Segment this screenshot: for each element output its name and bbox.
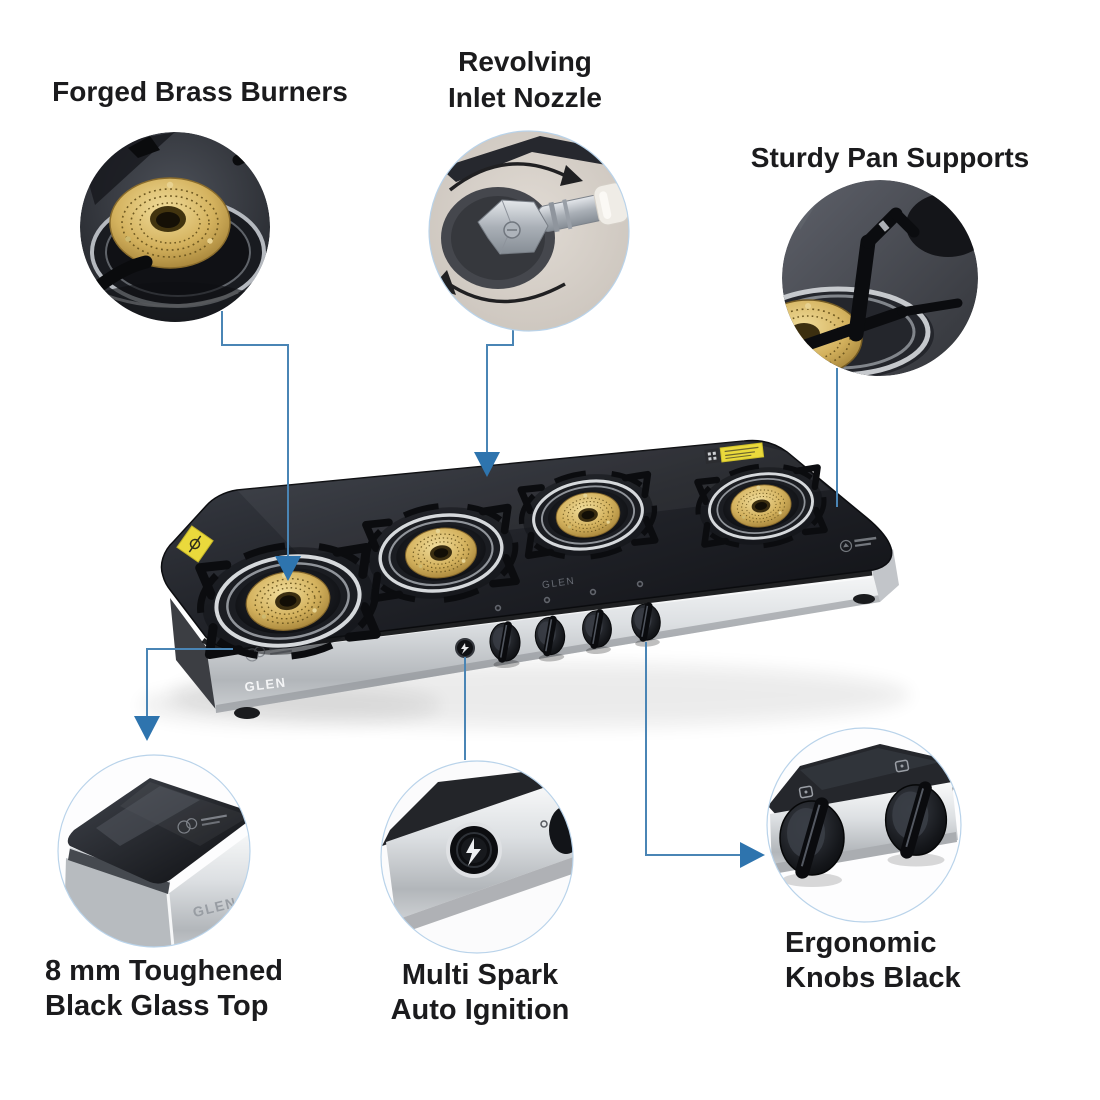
- connector-knobs: [645, 642, 740, 856]
- stove-foot: [853, 594, 875, 604]
- arrow-down-icon: [134, 716, 160, 741]
- arrow-down-icon: [474, 452, 500, 477]
- knob-indicator-marks: [494, 580, 644, 612]
- ignition-button: [455, 638, 475, 658]
- burner-indicator-icon: [798, 785, 814, 799]
- lightning-bolt-icon: [466, 838, 481, 866]
- callout-label-glass-top: 8 mm Toughened Black Glass Top: [45, 954, 375, 1024]
- callout-label-forged-brass-burners: Forged Brass Burners: [40, 74, 360, 110]
- arrow-down-icon: [275, 556, 301, 581]
- callout-label-revolving-inlet-nozzle: Revolving Inlet Nozzle: [375, 44, 675, 116]
- callout-text: Multi Spark: [401, 959, 559, 991]
- arrow-right-icon: [740, 842, 765, 868]
- callout-text: Knobs Black: [785, 962, 961, 994]
- callout-text: Ergonomic: [785, 927, 937, 959]
- callout-label-ergonomic-knobs: Ergonomic Knobs Black: [785, 926, 1065, 996]
- burner-indicator-icon: [894, 759, 910, 773]
- glass-etch-brand: GLEN: [541, 576, 575, 592]
- warning-sticker-icon: [176, 525, 214, 563]
- inset-glass-top-corner: GLEN: [57, 754, 251, 948]
- gas-inlet-nozzle: [477, 182, 629, 255]
- stove-left-side-face: [170, 598, 218, 712]
- hob-surface-logo-icon: [839, 536, 877, 553]
- callout-text: Forged Brass Burners: [52, 76, 348, 107]
- callout-text: Revolving: [458, 46, 592, 77]
- inset-sturdy-pan-supports: [782, 180, 978, 376]
- callout-text: Inlet Nozzle: [447, 82, 602, 113]
- callout-text: Sturdy Pan Supports: [750, 142, 1030, 173]
- inset-auto-ignition: [380, 760, 574, 954]
- stove-illustration: GLEN GLEN: [140, 439, 910, 727]
- inset-forged-brass-burners: [80, 132, 270, 322]
- rotation-arrows-icon: [432, 162, 583, 304]
- ignition-button-closeup: [446, 822, 502, 878]
- pan-support-prong: [848, 207, 920, 342]
- callout-text: Black Glass Top: [45, 990, 269, 1022]
- connector-inlet-nozzle: [486, 330, 514, 455]
- connector-forged-brass: [221, 311, 289, 560]
- energy-label-sticker-icon: [704, 442, 765, 464]
- inset-ergonomic-knobs: [766, 727, 962, 923]
- callout-label-auto-ignition: Multi Spark Auto Ignition: [330, 958, 630, 1028]
- callout-connectors: [146, 311, 838, 856]
- connector-glass-top: [146, 648, 233, 718]
- brand-logo-glen: GLEN: [244, 675, 288, 695]
- callout-text: Auto Ignition: [390, 994, 570, 1026]
- inset-revolving-inlet-nozzle: [428, 130, 630, 332]
- toughened-glass-etch-icon: [177, 814, 227, 834]
- callout-label-sturdy-pan-supports: Sturdy Pan Supports: [705, 140, 1075, 176]
- stove-foot: [234, 707, 260, 719]
- callout-arrowheads: [134, 452, 765, 868]
- callout-text: 8 mm Toughened: [45, 955, 283, 987]
- lightning-bolt-icon: [461, 643, 469, 654]
